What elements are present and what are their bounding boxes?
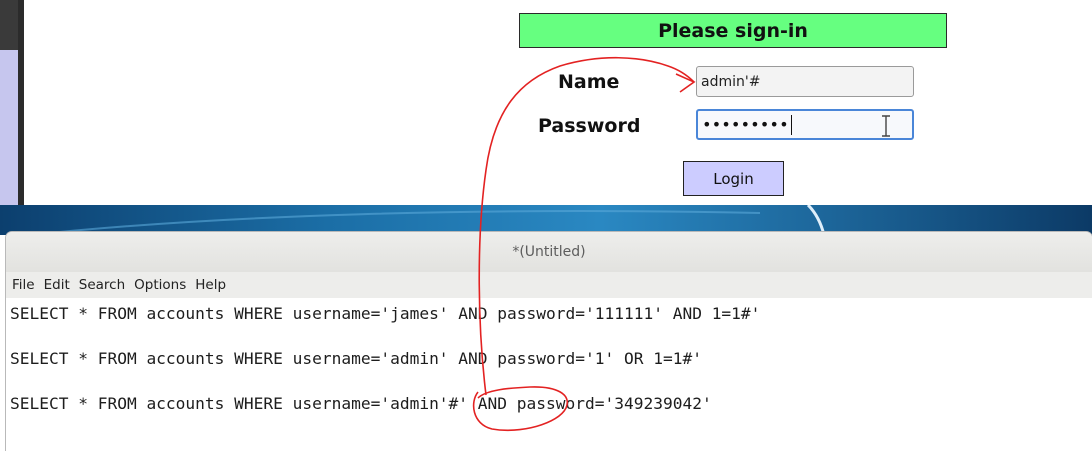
menu-edit[interactable]: Edit [43, 277, 70, 293]
code-line-1: SELECT * FROM accounts WHERE username='j… [10, 304, 761, 323]
password-label: Password [538, 115, 641, 137]
text-cursor-icon [882, 115, 890, 137]
text-editor-window: *(Untitled) File Edit Search Options Hel… [6, 232, 1092, 451]
code-line-3: SELECT * FROM accounts WHERE username='a… [10, 394, 712, 413]
menu-search[interactable]: Search [78, 277, 126, 293]
editor-title: *(Untitled) [512, 244, 586, 260]
signin-header: Please sign-in [519, 13, 947, 48]
sidebar-dark-block [0, 0, 18, 50]
menu-help[interactable]: Help [195, 277, 227, 293]
sidebar-panel [0, 50, 18, 210]
password-input[interactable]: ••••••••• [696, 109, 914, 140]
caret [790, 114, 792, 135]
editor-titlebar[interactable]: *(Untitled) [6, 232, 1092, 272]
login-button[interactable]: Login [683, 161, 784, 196]
code-line-2: SELECT * FROM accounts WHERE username='a… [10, 349, 702, 368]
wallpaper-swoosh [29, 205, 826, 235]
menu-file[interactable]: File [12, 277, 35, 293]
web-page: Please sign-in Name admin'# Password •••… [0, 0, 1092, 210]
name-label: Name [558, 71, 620, 93]
editor-menubar: File Edit Search Options Help [6, 272, 1092, 298]
desktop-wallpaper [0, 205, 1092, 235]
name-input[interactable]: admin'# [696, 66, 914, 97]
menu-options[interactable]: Options [134, 277, 187, 293]
password-mask: ••••••••• [702, 115, 789, 134]
editor-text-area[interactable]: SELECT * FROM accounts WHERE username='j… [6, 298, 1092, 451]
sidebar-border [18, 0, 24, 210]
